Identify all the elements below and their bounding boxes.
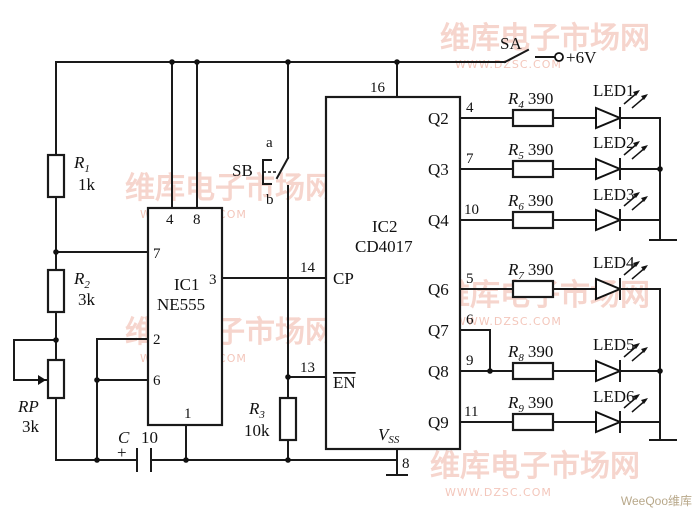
resistor-r8	[511, 361, 555, 381]
ic2-vss-label: VSS	[378, 425, 400, 446]
ic2-q3-label: Q3	[428, 160, 449, 179]
ic1-pin7: 7	[153, 246, 161, 262]
led6-symbol	[595, 394, 648, 434]
led5-symbol	[595, 343, 648, 383]
led3-symbol	[595, 192, 648, 232]
ic2-pin9: 9	[466, 353, 474, 369]
watermark-brand-bottom: 维库电子市场网	[430, 449, 640, 484]
c-polarity: +	[117, 443, 127, 462]
r1-value: 1k	[78, 175, 96, 194]
ic2-cd4017	[324, 95, 462, 451]
ic2-pin7: 7	[466, 151, 474, 167]
ic1-name: IC1	[174, 275, 200, 294]
resistor-r4	[511, 108, 555, 128]
ic2-pin13: 13	[300, 360, 315, 376]
ic1-pin3: 3	[209, 272, 217, 288]
ic2-name: IC2	[372, 217, 398, 236]
ic1-part: NE555	[157, 295, 205, 314]
ic1-pin1: 1	[184, 406, 192, 422]
ic1-pin2: 2	[153, 332, 161, 348]
c-value: 10	[141, 428, 158, 447]
junctions	[53, 59, 663, 463]
ic2-pin11: 11	[464, 404, 478, 420]
watermark-url-right: WWW.DZSC.COM	[455, 315, 562, 328]
ic2-pin5: 5	[466, 271, 474, 287]
ic2-q7-label: Q7	[428, 321, 449, 340]
r1-ref: R1	[73, 153, 90, 175]
watermark-brand-mid: 维库电子市场网	[125, 171, 335, 206]
c-ref: C	[118, 428, 130, 447]
ic2-q6-label: Q6	[428, 280, 449, 299]
ic2-pin8: 8	[402, 456, 410, 472]
ic2-q4-label: Q4	[428, 211, 449, 230]
ic1-pin6: 6	[153, 373, 161, 389]
ic2-cp-label: CP	[333, 269, 354, 288]
ic2-pin4: 4	[466, 100, 474, 116]
ic2-q2-label: Q2	[428, 109, 449, 128]
led4-symbol	[595, 261, 648, 301]
led5-label: LED5	[593, 335, 635, 354]
ic2-q9-label: Q9	[428, 413, 449, 432]
ic2-pin10: 10	[464, 202, 479, 218]
ic1-pin8: 8	[193, 212, 201, 228]
resistor-r3	[278, 396, 298, 442]
sb-ref: SB	[232, 161, 253, 180]
led1-label: LED1	[593, 81, 635, 100]
supply-voltage-label: +6V	[566, 48, 597, 67]
led-symbols	[595, 90, 648, 434]
resistor-r7	[511, 279, 555, 299]
sb-pos-a: a	[266, 135, 273, 151]
led6-label: LED6	[593, 387, 635, 406]
rp-ref: RP	[17, 397, 39, 416]
watermark-brand-top: 维库电子市场网	[440, 21, 650, 56]
resistor-r6	[511, 210, 555, 230]
ic2-pin6: 6	[466, 312, 474, 328]
r2-ref: R2	[73, 269, 90, 291]
ic1-ne555	[146, 206, 224, 427]
ic2-pin16: 16	[370, 80, 386, 96]
led2-label: LED2	[593, 133, 635, 152]
sb-pos-b: b	[266, 192, 274, 208]
ic1-pin4: 4	[166, 212, 174, 228]
ic2-q8-label: Q8	[428, 362, 449, 381]
resistor-r2	[46, 268, 66, 314]
r3-ref: R3	[248, 399, 265, 421]
resistor-r9	[511, 412, 555, 432]
led2-symbol	[595, 141, 648, 181]
led3-label: LED3	[593, 185, 635, 204]
resistor-r5	[511, 159, 555, 179]
corner-brand-logo: WeeQoo维库	[620, 494, 692, 508]
r3-value: 10k	[244, 421, 270, 440]
rp-value: 3k	[22, 417, 40, 436]
r2-value: 3k	[78, 290, 96, 309]
watermark-url-bottom: WWW.DZSC.COM	[445, 486, 552, 499]
ic2-pin14: 14	[300, 260, 316, 276]
output-resistors	[511, 108, 555, 432]
led4-label: LED4	[593, 253, 635, 272]
potentiometer-rp	[46, 358, 66, 400]
led1-symbol	[595, 90, 648, 130]
ic2-en-label: EN	[333, 373, 356, 392]
rp-wiper-arrow	[38, 375, 46, 385]
resistor-r1	[46, 153, 66, 199]
switch-sa-label: SA	[500, 34, 522, 53]
ic2-part: CD4017	[355, 237, 413, 256]
